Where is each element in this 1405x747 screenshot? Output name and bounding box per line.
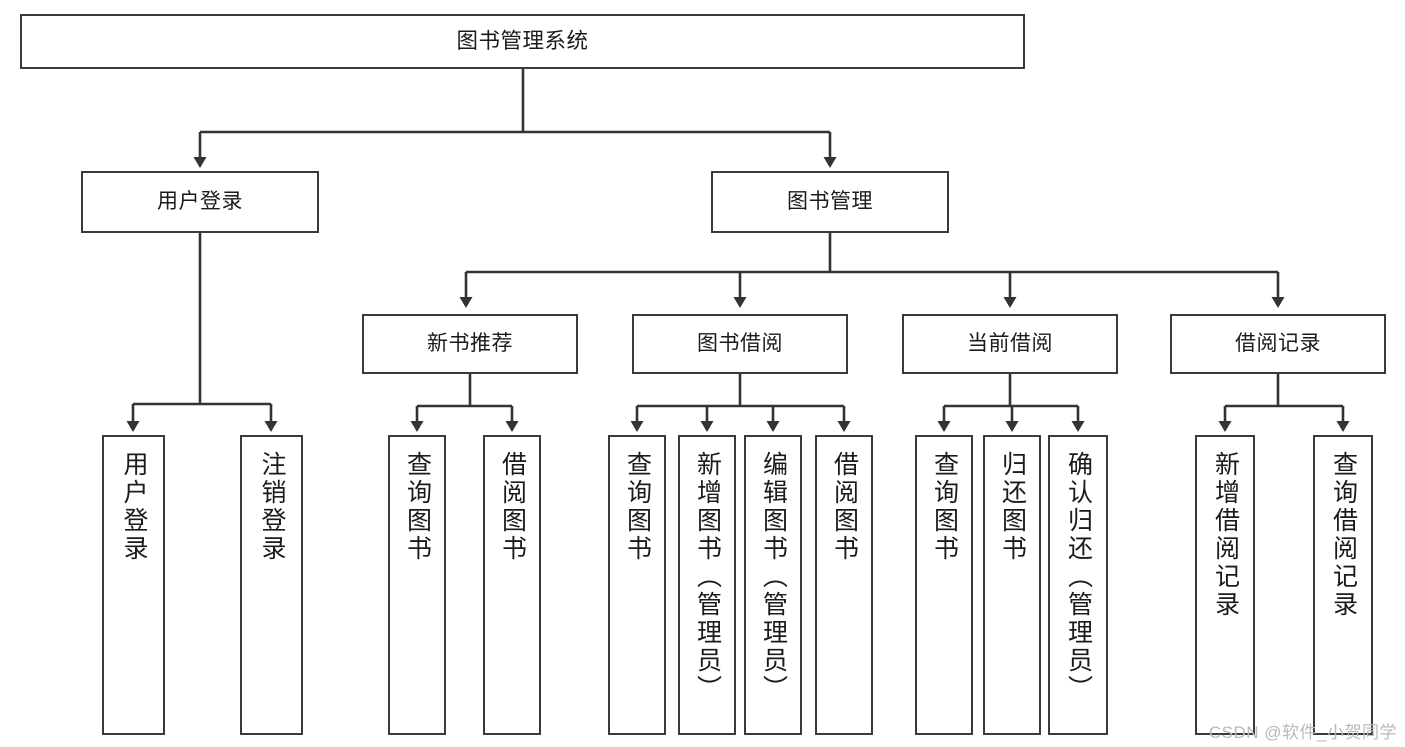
- node-label: 当前借阅: [967, 331, 1053, 355]
- node-root-system[interactable]: 图书管理系统: [20, 14, 1025, 69]
- node-label: 用户登录: [157, 189, 243, 213]
- node-label: 确认归还（管理员）: [1064, 451, 1093, 703]
- node-label: 借阅记录: [1235, 331, 1321, 355]
- node-label: 新增借阅记录: [1211, 451, 1240, 619]
- leaf-logout-login[interactable]: 注销登录: [240, 435, 303, 735]
- node-label: 查询图书: [930, 451, 959, 563]
- leaf-query-book-borrow[interactable]: 查询图书: [608, 435, 666, 735]
- node-label: 归还图书: [998, 451, 1027, 563]
- leaf-add-borrow-record[interactable]: 新增借阅记录: [1195, 435, 1255, 735]
- leaf-query-borrow-record[interactable]: 查询借阅记录: [1313, 435, 1373, 735]
- leaf-user-login[interactable]: 用户登录: [102, 435, 165, 735]
- leaf-query-book-rec[interactable]: 查询图书: [388, 435, 446, 735]
- node-borrow-records[interactable]: 借阅记录: [1170, 314, 1386, 374]
- node-label: 借阅图书: [830, 451, 859, 563]
- node-label: 新增图书（管理员）: [693, 451, 722, 703]
- node-label: 借阅图书: [498, 451, 527, 563]
- leaf-return-book[interactable]: 归还图书: [983, 435, 1041, 735]
- node-label: 用户登录: [120, 451, 148, 563]
- leaf-query-book-current[interactable]: 查询图书: [915, 435, 973, 735]
- node-user-login[interactable]: 用户登录: [81, 171, 319, 233]
- node-label: 查询图书: [403, 451, 432, 563]
- node-label: 注销登录: [258, 451, 286, 563]
- node-label: 新书推荐: [427, 331, 513, 355]
- node-book-management[interactable]: 图书管理: [711, 171, 949, 233]
- leaf-edit-book-admin[interactable]: 编辑图书（管理员）: [744, 435, 802, 735]
- node-label: 查询图书: [623, 451, 652, 563]
- leaf-borrow-book[interactable]: 借阅图书: [815, 435, 873, 735]
- leaf-confirm-return-admin[interactable]: 确认归还（管理员）: [1048, 435, 1108, 735]
- node-label: 图书借阅: [697, 331, 783, 355]
- node-label: 图书管理系统: [456, 28, 589, 53]
- node-new-book-recommendation[interactable]: 新书推荐: [362, 314, 578, 374]
- watermark: CSDN @软件_小贺同学: [1208, 723, 1397, 742]
- leaf-borrow-book-rec[interactable]: 借阅图书: [483, 435, 541, 735]
- node-label: 编辑图书（管理员）: [759, 451, 788, 703]
- node-label: 查询借阅记录: [1329, 451, 1358, 619]
- node-label: 图书管理: [787, 189, 873, 213]
- node-book-borrowing[interactable]: 图书借阅: [632, 314, 848, 374]
- node-current-borrowing[interactable]: 当前借阅: [902, 314, 1118, 374]
- leaf-add-book-admin[interactable]: 新增图书（管理员）: [678, 435, 736, 735]
